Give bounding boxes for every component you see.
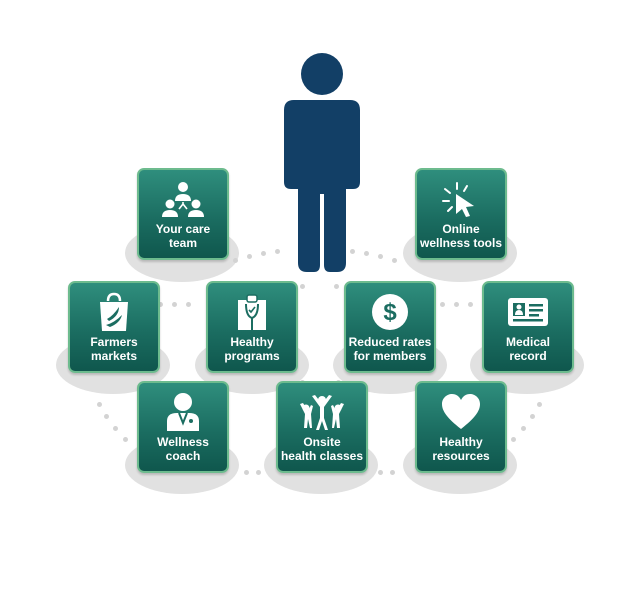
connector-dot [158,302,163,307]
connector-dot [275,249,280,254]
cursor-icon [417,178,505,220]
connector-dot [468,302,473,307]
connector-dot [300,284,305,289]
class-icon [278,391,366,433]
connector-dot [104,414,109,419]
coach-icon [139,391,227,433]
connector-dot [247,254,252,259]
connector-dot [530,414,535,419]
connector-dot [378,470,383,475]
connector-dot [261,251,266,256]
connector-dot [334,284,339,289]
connector-dot [537,402,542,407]
id-card-icon [484,291,572,333]
connector-dot [378,254,383,259]
team-icon [139,178,227,220]
dollar-icon: $ [346,291,434,333]
connector-dot [521,426,526,431]
svg-text:$: $ [383,299,397,326]
connector-dot [392,258,397,263]
connector-dot [123,437,128,442]
connector-dot [97,402,102,407]
connector-dot [440,302,445,307]
shopping-bag-icon [70,291,158,333]
connector-dot [256,470,261,475]
connector-dot [233,258,238,263]
person-icon [284,53,360,272]
connector-dot [364,251,369,256]
connector-dot [186,302,191,307]
connector-dot [172,302,177,307]
connector-dot [454,302,459,307]
heart-icon [417,391,505,433]
connector-dot [390,470,395,475]
connector-dot [350,249,355,254]
clipboard-icon [208,291,296,333]
connector-dot [511,437,516,442]
connector-dot [244,470,249,475]
connector-dot [113,426,118,431]
